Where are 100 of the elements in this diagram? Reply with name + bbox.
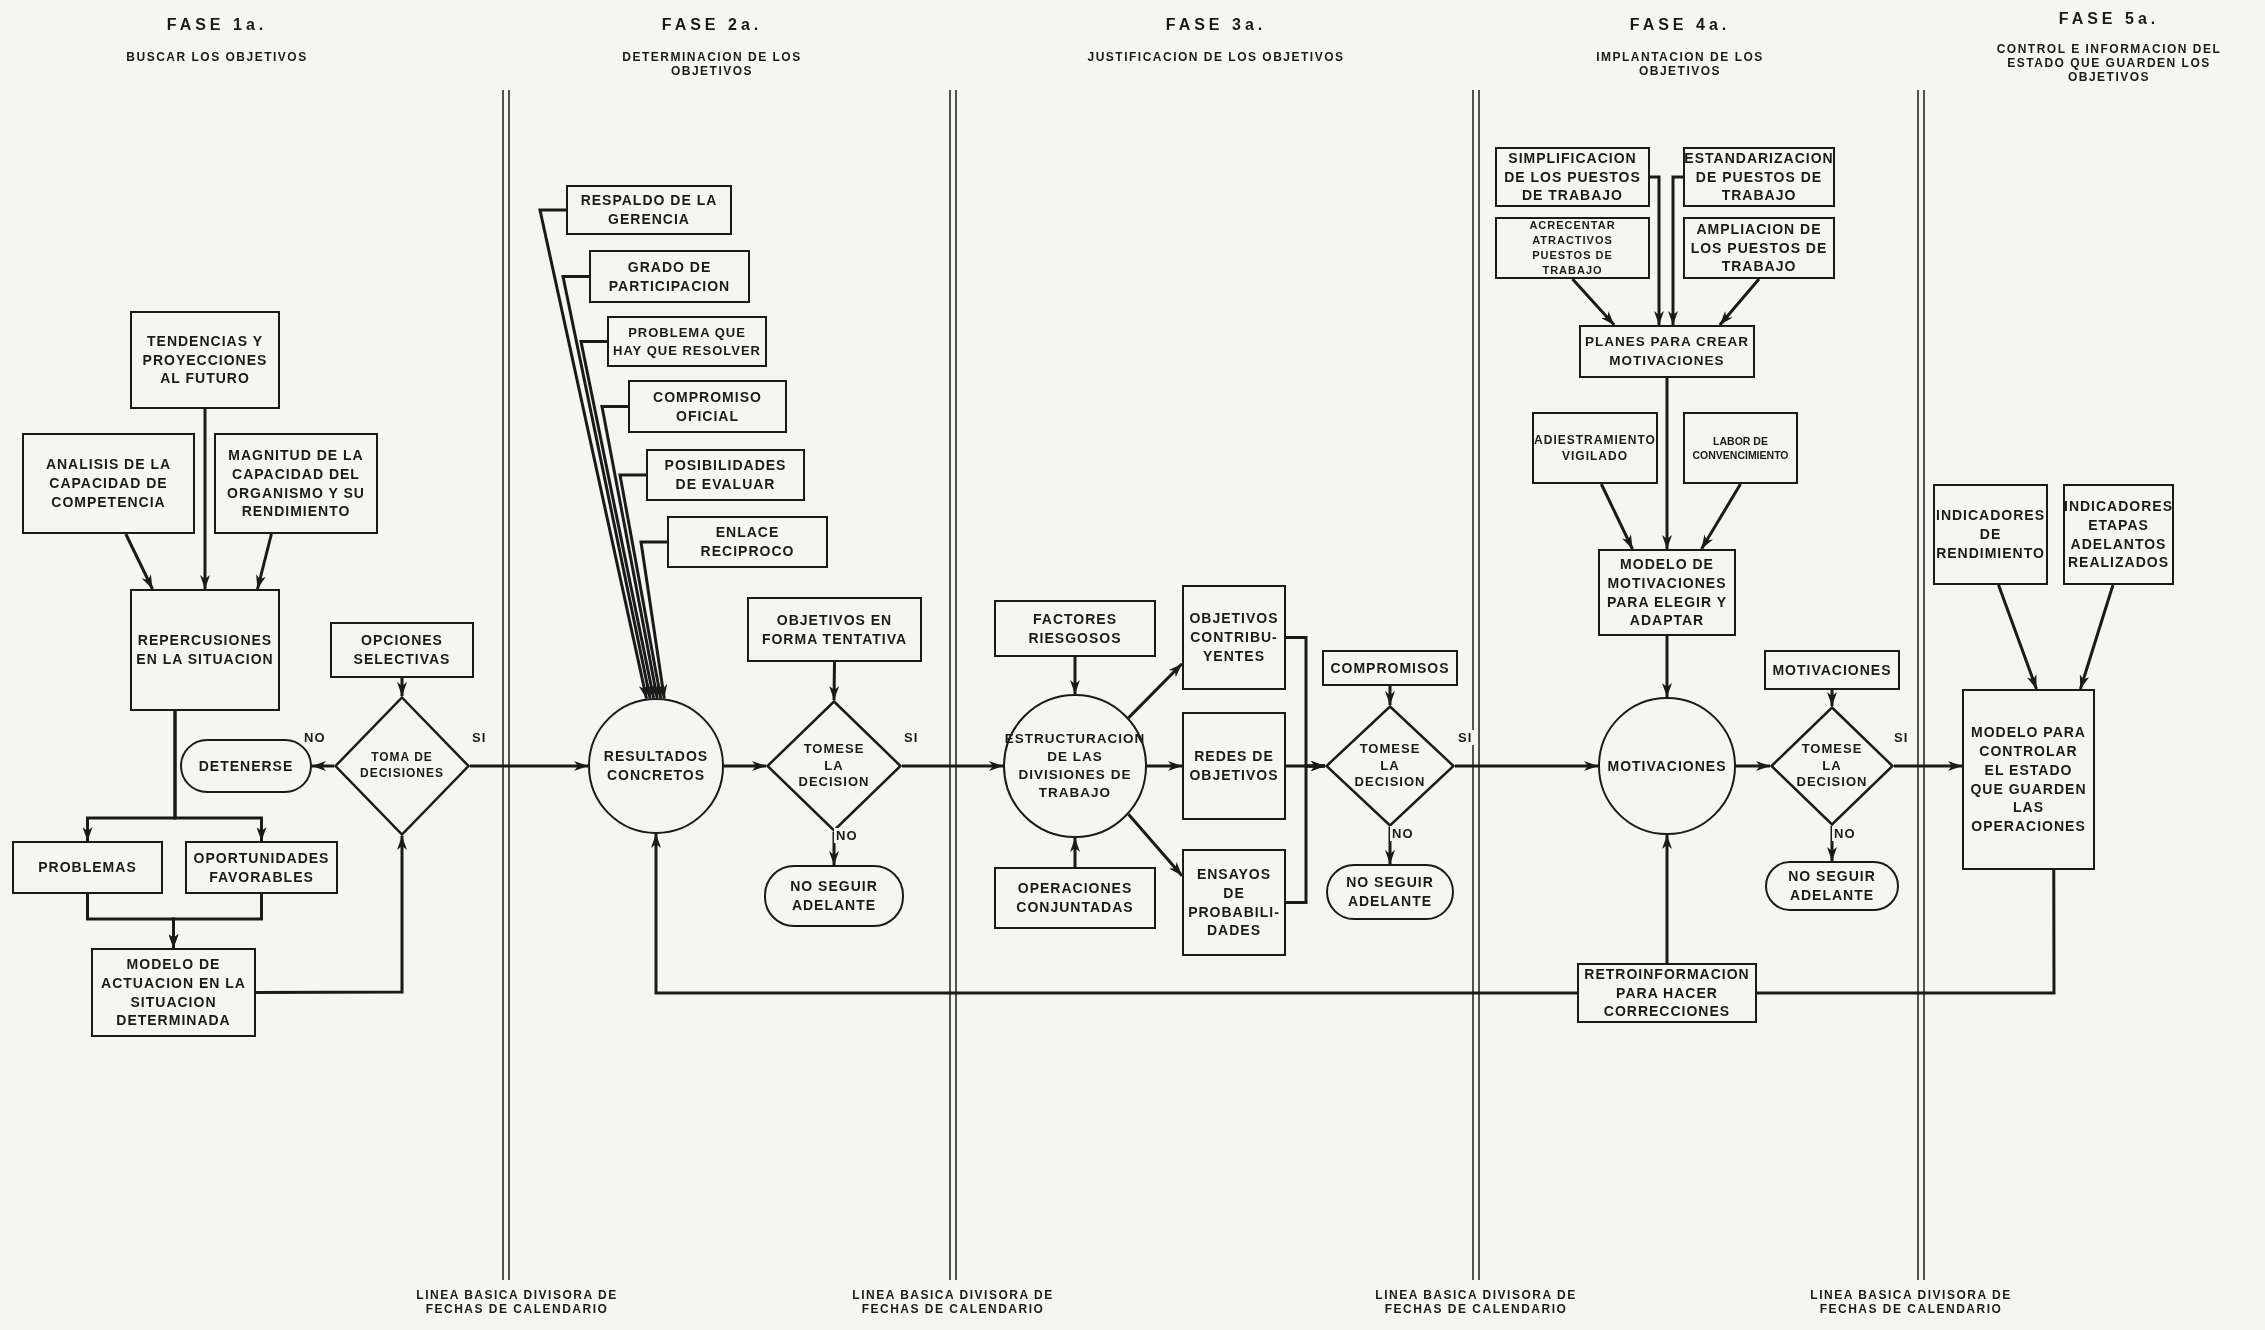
process-box: REPERCUSIONES EN LA SITUACION [130, 589, 280, 711]
process-box: PLANES PARA CREAR MOTIVACIONES [1579, 325, 1755, 378]
arrow [1070, 838, 1080, 867]
process-box: MODELO DE MOTIVACIONES PARA ELEGIR Y ADAPTAR [1598, 549, 1736, 636]
arrow [1668, 175, 1683, 325]
arrow [639, 540, 668, 699]
phase-title: FASE 1a. [165, 16, 269, 34]
process-box: LABOR DE CONVENCIMIENTO [1683, 412, 1798, 484]
process-box: MODELO PARA CONTROLAR EL ESTADO QUE GUARDEN LAS OPERACIONES [1962, 689, 2095, 870]
phase-title: FASE 3a. [1164, 16, 1268, 34]
arrow [618, 473, 664, 699]
arrow [1700, 483, 1742, 550]
process-box: OPCIONES SELECTIVAS [330, 622, 474, 678]
decision-text: TOMESE LA DECISION [1795, 739, 1869, 792]
arrow [1997, 584, 2038, 690]
phase-subtitle: IMPLANTACION DE LOS OBJETIVOS [1595, 50, 1765, 78]
process-box: ENLACE RECIPROCO [667, 516, 828, 568]
process-box: FACTORES RIESGOSOS [994, 600, 1156, 657]
arrow [397, 678, 407, 696]
arrow [829, 832, 839, 865]
process-box: TENDENCIAS Y PROYECCIONES AL FUTURO [130, 311, 280, 409]
phase-title: FASE 2a. [660, 16, 764, 34]
process-box: GRADO DE PARTICIPACION [589, 250, 750, 303]
baseline-note: LINEA BASICA DIVISORA DE FECHAS DE CALENDARIO [1809, 1288, 2013, 1316]
arrow [902, 761, 1003, 771]
baseline-note: LINEA BASICA DIVISORA DE FECHAS DE CALENDARIO [415, 1288, 619, 1316]
process-box: MAGNITUD DE LA CAPACIDAD DEL ORGANISMO Y SU RENDIMIENTO [214, 433, 378, 534]
arrow [1662, 835, 1672, 963]
arrow [651, 834, 1577, 995]
process-box: AMPLIACION DE LOS PUESTOS DE TRABAJO [1683, 217, 1835, 279]
process-box: RESPALDO DE LA GERENCIA [566, 185, 732, 235]
arrow [1385, 827, 1395, 864]
arrow [1827, 690, 1837, 706]
edge-label: SI [1456, 730, 1475, 745]
process-box: COMPROMISOS [1322, 650, 1458, 686]
process-box: PROBLEMA QUE HAY QUE RESOLVER [607, 316, 767, 367]
process-box: COMPROMISO OFICIAL [628, 380, 787, 433]
arrow [1662, 378, 1672, 549]
process-box: MOTIVACIONES [1764, 650, 1900, 690]
arrow [1827, 826, 1837, 861]
process-circle: MOTIVACIONES [1598, 697, 1736, 835]
arrow [1650, 175, 1664, 325]
arrow [724, 761, 766, 771]
arrow [538, 208, 649, 699]
phase-title: FASE 5a. [2057, 10, 2161, 28]
arrow [1147, 761, 1182, 771]
arrow [1385, 686, 1395, 705]
arrow [124, 533, 154, 590]
phase-subtitle: DETERMINACION DE LOS OBJETIVOS [621, 50, 803, 78]
edge-label: NO [1832, 826, 1858, 841]
phase-subtitle: JUSTIFICACION DE LOS OBJETIVOS [1086, 50, 1346, 64]
terminal-box: NO SEGUIR ADELANTE [764, 865, 904, 927]
process-box: INDICADORES ETAPAS ADELANTOS REALIZADOS [2063, 484, 2174, 585]
arrow [1455, 761, 1598, 771]
process-box: REDES DE OBJETIVOS [1182, 712, 1286, 820]
process-box: OPERACIONES CONJUNTADAS [994, 867, 1156, 929]
process-box: MODELO DE ACTUACION EN LA SITUACION DETERMINADA [91, 948, 256, 1037]
edge-label: NO [302, 730, 328, 745]
process-box: ENSAYOS DE PROBABILI- DADES [1182, 849, 1286, 956]
arrow [2078, 584, 2115, 690]
arrow [1662, 636, 1672, 697]
process-box: ANALISIS DE LA CAPACIDAD DE COMPETENCIA [22, 433, 195, 534]
baseline-note: LINEA BASICA DIVISORA DE FECHAS DE CALENDARIO [1374, 1288, 1578, 1316]
decision-text: TOMA DE DECISIONES [361, 749, 443, 782]
process-box: INDICADORES DE RENDIMIENTO [1933, 484, 2048, 585]
edge-label: NO [1390, 826, 1416, 841]
process-box: OBJETIVOS EN FORMA TENTATIVA [747, 597, 922, 662]
arrow [561, 275, 653, 699]
phase-subtitle: CONTROL E INFORMACION DEL ESTADO QUE GUARDEN LOS OBJETIVOS [1995, 42, 2223, 84]
process-box: SIMPLIFICACION DE LOS PUESTOS DE TRABAJO [1495, 147, 1650, 207]
arrow [579, 340, 656, 699]
phase-subtitle: BUSCAR LOS OBJETIVOS [125, 50, 309, 64]
connector-line [1757, 870, 2056, 995]
decision-text: TOMESE LA DECISION [797, 739, 871, 792]
process-box: POSIBILIDADES DE EVALUAR [646, 449, 805, 501]
arrow [1286, 761, 1325, 904]
arrow [173, 711, 267, 841]
phase-title: FASE 4a. [1628, 16, 1732, 34]
arrow [600, 405, 660, 699]
arrow [200, 409, 210, 589]
process-box: ACRECENTAR ATRACTIVOS PUESTOS DE TRABAJO [1495, 217, 1650, 279]
terminal-box: NO SEGUIR ADELANTE [1326, 864, 1454, 920]
arrow [829, 661, 840, 701]
decision-text: TOMESE LA DECISION [1353, 739, 1427, 792]
process-box: PROBLEMAS [12, 841, 163, 894]
arrow [312, 761, 334, 771]
process-circle: RESULTADOS CONCRETOS [588, 698, 724, 834]
arrow [1599, 483, 1634, 550]
arrow [256, 533, 273, 590]
process-box: OPORTUNIDADES FAVORABLES [185, 841, 338, 894]
baseline-note: LINEA BASICA DIVISORA DE FECHAS DE CALENDARIO [851, 1288, 1055, 1316]
arrow [1736, 761, 1770, 771]
process-box: RETROINFORMACION PARA HACER CORRECCIONES [1577, 963, 1757, 1023]
process-box: ADIESTRAMIENTO VIGILADO [1532, 412, 1658, 484]
arrow [1070, 657, 1080, 694]
arrow [1718, 278, 1761, 326]
edge-label: NO [834, 828, 860, 843]
terminal-box: NO SEGUIR ADELANTE [1765, 861, 1899, 911]
arrow [256, 836, 407, 994]
process-box: OBJETIVOS CONTRIBU- YENTES [1182, 585, 1286, 690]
